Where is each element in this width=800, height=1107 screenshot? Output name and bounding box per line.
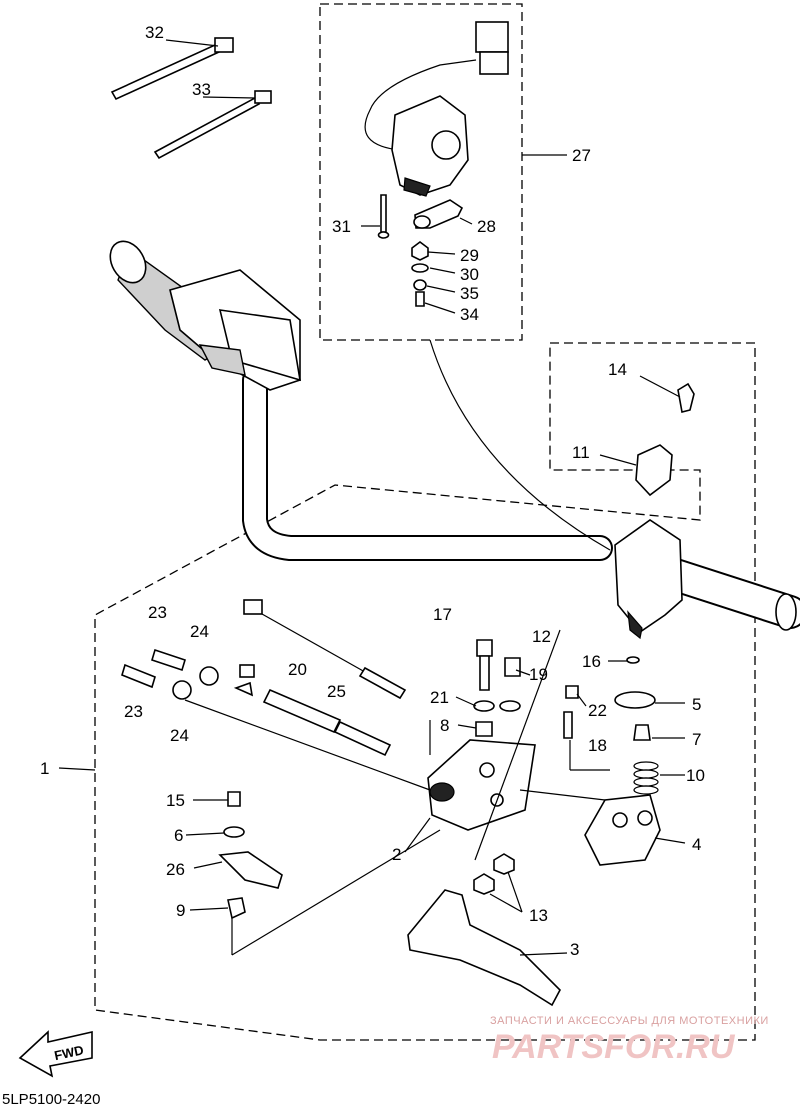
- label-part-12: 12: [532, 627, 551, 646]
- handlebar: [242, 367, 800, 631]
- switch-wire: [429, 339, 611, 551]
- label-part-16: 16: [582, 652, 601, 671]
- cable-ties: [110, 37, 272, 160]
- label-part-7: 7: [692, 730, 701, 749]
- label-part-5: 5: [692, 695, 701, 714]
- label-part-33: 31: [332, 217, 351, 236]
- watermark-tagline: ЗАПЧАСТИ И АКСЕССУАРЫ ДЛЯ МОТОТЕХНИКИ: [490, 1015, 769, 1027]
- part-28-bracket: [413, 199, 464, 229]
- watermark-brand: PARTSFOR.RU: [492, 1028, 736, 1066]
- left-grip: [109, 240, 301, 391]
- label-part-28: 28: [477, 217, 496, 236]
- label-part-4: 4: [692, 835, 701, 854]
- leader-lines: [58, 39, 686, 956]
- label-part-18: 18: [588, 736, 607, 755]
- small-hardware-27-group: [377, 194, 429, 307]
- label-part-11: 11: [572, 443, 590, 462]
- label-part-31: 34: [460, 305, 479, 324]
- bolts-17-12-8-21-19: [473, 639, 521, 895]
- fwd-arrow: FWD: [18, 1030, 93, 1078]
- label-part-23-upper: 23: [148, 603, 167, 622]
- label-part-3: 3: [570, 940, 579, 959]
- part-number-labels: 32 33 27 31 28 29 30 35 34 14 11 17 12 1…: [40, 23, 705, 959]
- handlebar-switch-assembly: [364, 21, 509, 197]
- clutch-lever-3: [407, 889, 561, 1007]
- label-part-24-lower: 24: [170, 726, 189, 745]
- cable-25: [243, 599, 407, 700]
- assembly-box-27: [319, 3, 523, 341]
- label-part-32: 35: [460, 284, 479, 303]
- springs-and-pins: [563, 656, 659, 795]
- label-part-23-lower: 23: [124, 702, 143, 721]
- label-part-1: 1: [40, 759, 49, 778]
- diagram-code: 5LP5100-2420: [2, 1091, 100, 1107]
- label-part-6: 6: [174, 826, 183, 845]
- label-part-13: 13: [529, 906, 548, 925]
- label-part-25: 25: [327, 682, 346, 701]
- label-part-24-upper: 24: [190, 622, 209, 641]
- label-part-2: 2: [392, 845, 401, 864]
- label-part-15: 15: [166, 791, 185, 810]
- label-part-17: 17: [433, 605, 452, 624]
- label-part-29: 30: [460, 265, 479, 284]
- small-parts-left: [218, 791, 283, 920]
- part-4-bracket: [584, 794, 661, 866]
- lever-holder-2: [427, 739, 536, 831]
- right-lever-housing: [614, 382, 695, 640]
- cable-20: [233, 664, 392, 757]
- label-part-22: 22: [588, 701, 607, 720]
- label-part-26: 26: [166, 860, 185, 879]
- label-part-30: 29: [460, 246, 479, 265]
- label-part-10: 10: [686, 766, 705, 785]
- label-part-9: 9: [176, 901, 185, 920]
- label-part-8: 8: [440, 716, 449, 735]
- label-part-34: 32: [145, 23, 164, 42]
- label-part-27: 27: [572, 146, 591, 165]
- guide-lines: [184, 629, 610, 956]
- fwd-label: FWD: [53, 1042, 85, 1063]
- label-part-35: 33: [192, 80, 211, 99]
- watermark: ЗАПЧАСТИ И АКСЕССУАРЫ ДЛЯ МОТОТЕХНИКИ PA…: [490, 1015, 769, 1066]
- cable-adjusters: [121, 648, 219, 700]
- label-part-19: 19: [529, 665, 548, 684]
- label-part-20: 20: [288, 660, 307, 679]
- label-part-21: 21: [430, 688, 449, 707]
- label-part-14: 14: [608, 360, 627, 379]
